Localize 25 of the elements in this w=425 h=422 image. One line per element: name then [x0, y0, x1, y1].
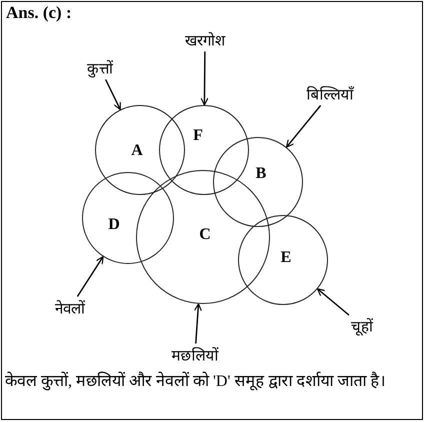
arrow	[104, 79, 121, 110]
set-letter: D	[108, 216, 120, 234]
set-circle	[213, 137, 303, 227]
animal-label: बिल्लियाँ	[306, 84, 354, 104]
animal-label: मछलियों	[172, 344, 218, 366]
arrow	[286, 105, 322, 148]
arrow	[194, 303, 202, 344]
set-circle	[159, 105, 249, 195]
animal-label: चूहों	[351, 316, 373, 336]
animal-label: कुत्तों	[87, 58, 113, 78]
arrow	[200, 52, 209, 106]
set-letter: B	[256, 165, 266, 183]
explanation-text: केवल कुत्तों, मछलियों और नेवलों को 'D' समूह द्वारा दर्शाया जाता है।	[5, 370, 386, 392]
set-letter: A	[131, 142, 143, 160]
answer-heading: Ans. (c) :	[6, 3, 72, 23]
set-letter: C	[199, 226, 211, 244]
set-circle	[82, 172, 174, 264]
set-circle	[95, 105, 185, 195]
arrow	[76, 256, 104, 297]
set-letter: F	[193, 127, 203, 145]
animal-label: खरगोश	[185, 30, 225, 50]
animal-label: नेवलों	[55, 298, 85, 318]
set-letter: E	[280, 249, 292, 267]
set-circle	[238, 215, 328, 305]
arrow	[316, 288, 350, 316]
